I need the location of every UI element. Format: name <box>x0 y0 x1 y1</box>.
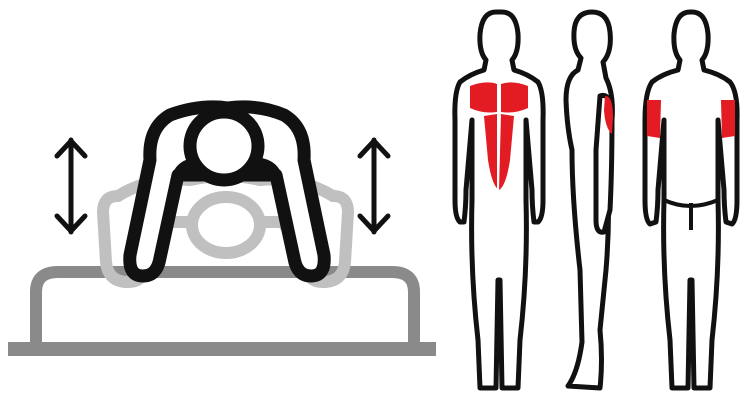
chest-muscle <box>501 82 528 112</box>
chest-muscle <box>470 82 497 112</box>
body-front-icon <box>455 12 543 388</box>
body-back-icon <box>645 12 737 388</box>
bench-icon <box>8 272 436 356</box>
triceps-muscle <box>647 100 661 138</box>
up-down-arrow-icon <box>57 140 85 232</box>
up-down-arrow-icon <box>360 140 388 232</box>
body-side-icon <box>566 12 613 388</box>
triceps-muscle <box>721 100 735 138</box>
